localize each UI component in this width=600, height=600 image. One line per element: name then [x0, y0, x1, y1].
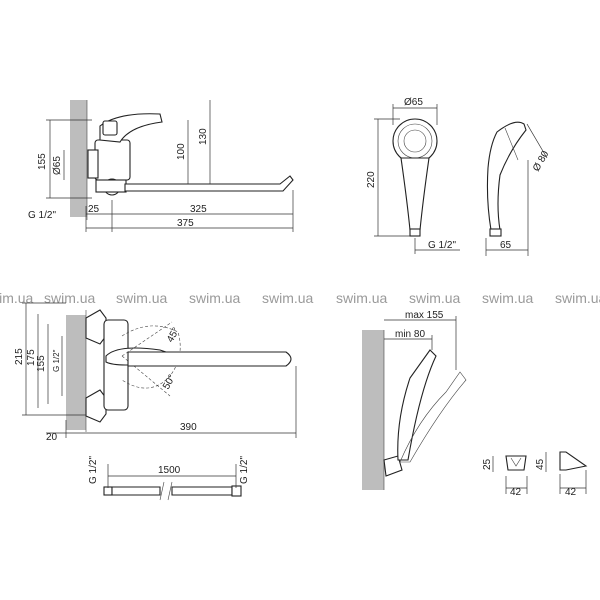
dim-label-thread-right: G 1/2"	[239, 456, 250, 484]
watermark-text: swim.ua	[262, 290, 314, 306]
watermark-text: swim.ua	[336, 290, 388, 306]
bracket-front	[505, 455, 527, 471]
faucet-front-view: 155 Ø65 100 130 G 1/2" 25 325 375	[28, 100, 294, 232]
dim-label-25: 25	[482, 458, 493, 470]
shower-position-min	[397, 349, 437, 461]
holder-bracket	[383, 455, 403, 477]
watermark-text: swim.ua	[482, 290, 534, 306]
wall-hatch	[66, 315, 86, 430]
watermark-text: swim.ua	[44, 290, 96, 306]
dim-label-100: 100	[176, 143, 187, 160]
lever-cap	[102, 120, 118, 136]
dim-label-angle-45: 45°	[165, 326, 182, 345]
hose-end-left	[103, 486, 113, 496]
dim-label-diameter-65: Ø65	[52, 156, 63, 175]
shower-holder-view: max 155 min 80	[362, 310, 467, 490]
dim-label-375: 375	[177, 218, 194, 229]
dim-label-1500: 1500	[158, 465, 181, 476]
shower-connector	[409, 228, 421, 237]
watermark-text: swim.ua	[0, 290, 34, 306]
dim-line	[526, 123, 548, 159]
hose-break	[159, 481, 165, 501]
dim-label-diameter-80: Ø 80	[531, 149, 552, 174]
dim-label-130: 130	[198, 128, 209, 145]
dim-label-min-80: min 80	[395, 329, 425, 340]
bracket-front-notch	[510, 457, 522, 467]
faucet-top-view: 45° 50° 215 175 155 G 1/2" 20 390	[14, 302, 297, 443]
dim-label-20: 20	[46, 432, 58, 443]
watermark-text: swim.ua	[189, 290, 241, 306]
upper-eccentric	[85, 309, 107, 345]
wall-flange	[87, 149, 99, 179]
dim-label-diameter-65: Ø65	[404, 97, 423, 108]
watermark-text: swim.ua	[116, 290, 168, 306]
dim-label-390: 390	[180, 422, 197, 433]
faucet-spout-top	[127, 351, 292, 367]
hose-break	[167, 481, 173, 501]
bracket-side	[559, 451, 588, 471]
lower-eccentric	[85, 389, 107, 423]
dim-label-45: 45	[535, 458, 546, 470]
dim-label-thread: G 1/2"	[428, 240, 456, 251]
shower-hose: 1500 G 1/2" G 1/2"	[88, 456, 250, 501]
dim-label-42: 42	[565, 487, 577, 498]
dim-label-42: 42	[510, 487, 522, 498]
faucet-body	[94, 139, 131, 181]
wall-hatch	[362, 330, 384, 490]
bracket-views: 25 42 45 42	[482, 451, 588, 498]
dim-label-155: 155	[36, 355, 47, 372]
hose-end-right	[231, 485, 242, 497]
dim-label-215: 215	[14, 348, 25, 365]
wall-hatch	[70, 100, 87, 217]
dim-label-thread: G 1/2"	[52, 349, 61, 372]
shower-handle	[400, 157, 430, 231]
dim-label-thread-left: G 1/2"	[88, 456, 99, 484]
dim-label-65: 65	[500, 240, 512, 251]
lower-body	[95, 179, 127, 193]
faucet-spout	[124, 175, 294, 192]
dim-label-220: 220	[366, 171, 377, 188]
watermark-row: swim.ua swim.ua swim.ua swim.ua swim.ua …	[0, 290, 600, 306]
hand-shower-front: Ø65 220 G 1/2"	[366, 97, 460, 254]
dim-label-thread: G 1/2"	[28, 210, 56, 221]
hose-segment-left	[111, 486, 161, 496]
spray-ring	[403, 129, 427, 153]
hand-shower-side: Ø 80 65	[485, 121, 552, 256]
shower-position-max	[399, 371, 467, 463]
hose-segment-right	[171, 486, 233, 496]
dim-label-155: 155	[37, 153, 48, 170]
shower-side-connector	[489, 228, 502, 237]
dim-label-175: 175	[26, 349, 37, 366]
dim-label-325: 325	[190, 204, 207, 215]
watermark-text: swim.ua	[555, 290, 600, 306]
spray-face-edge	[504, 127, 519, 161]
dim-label-max-155: max 155	[405, 310, 444, 321]
watermark-text: swim.ua	[409, 290, 461, 306]
shower-side-profile	[486, 121, 527, 231]
lever-angle-line	[121, 321, 173, 357]
shower-head	[392, 118, 438, 164]
dim-label-25: 25	[88, 204, 100, 215]
dim-label-angle-50: 50°	[161, 373, 178, 392]
